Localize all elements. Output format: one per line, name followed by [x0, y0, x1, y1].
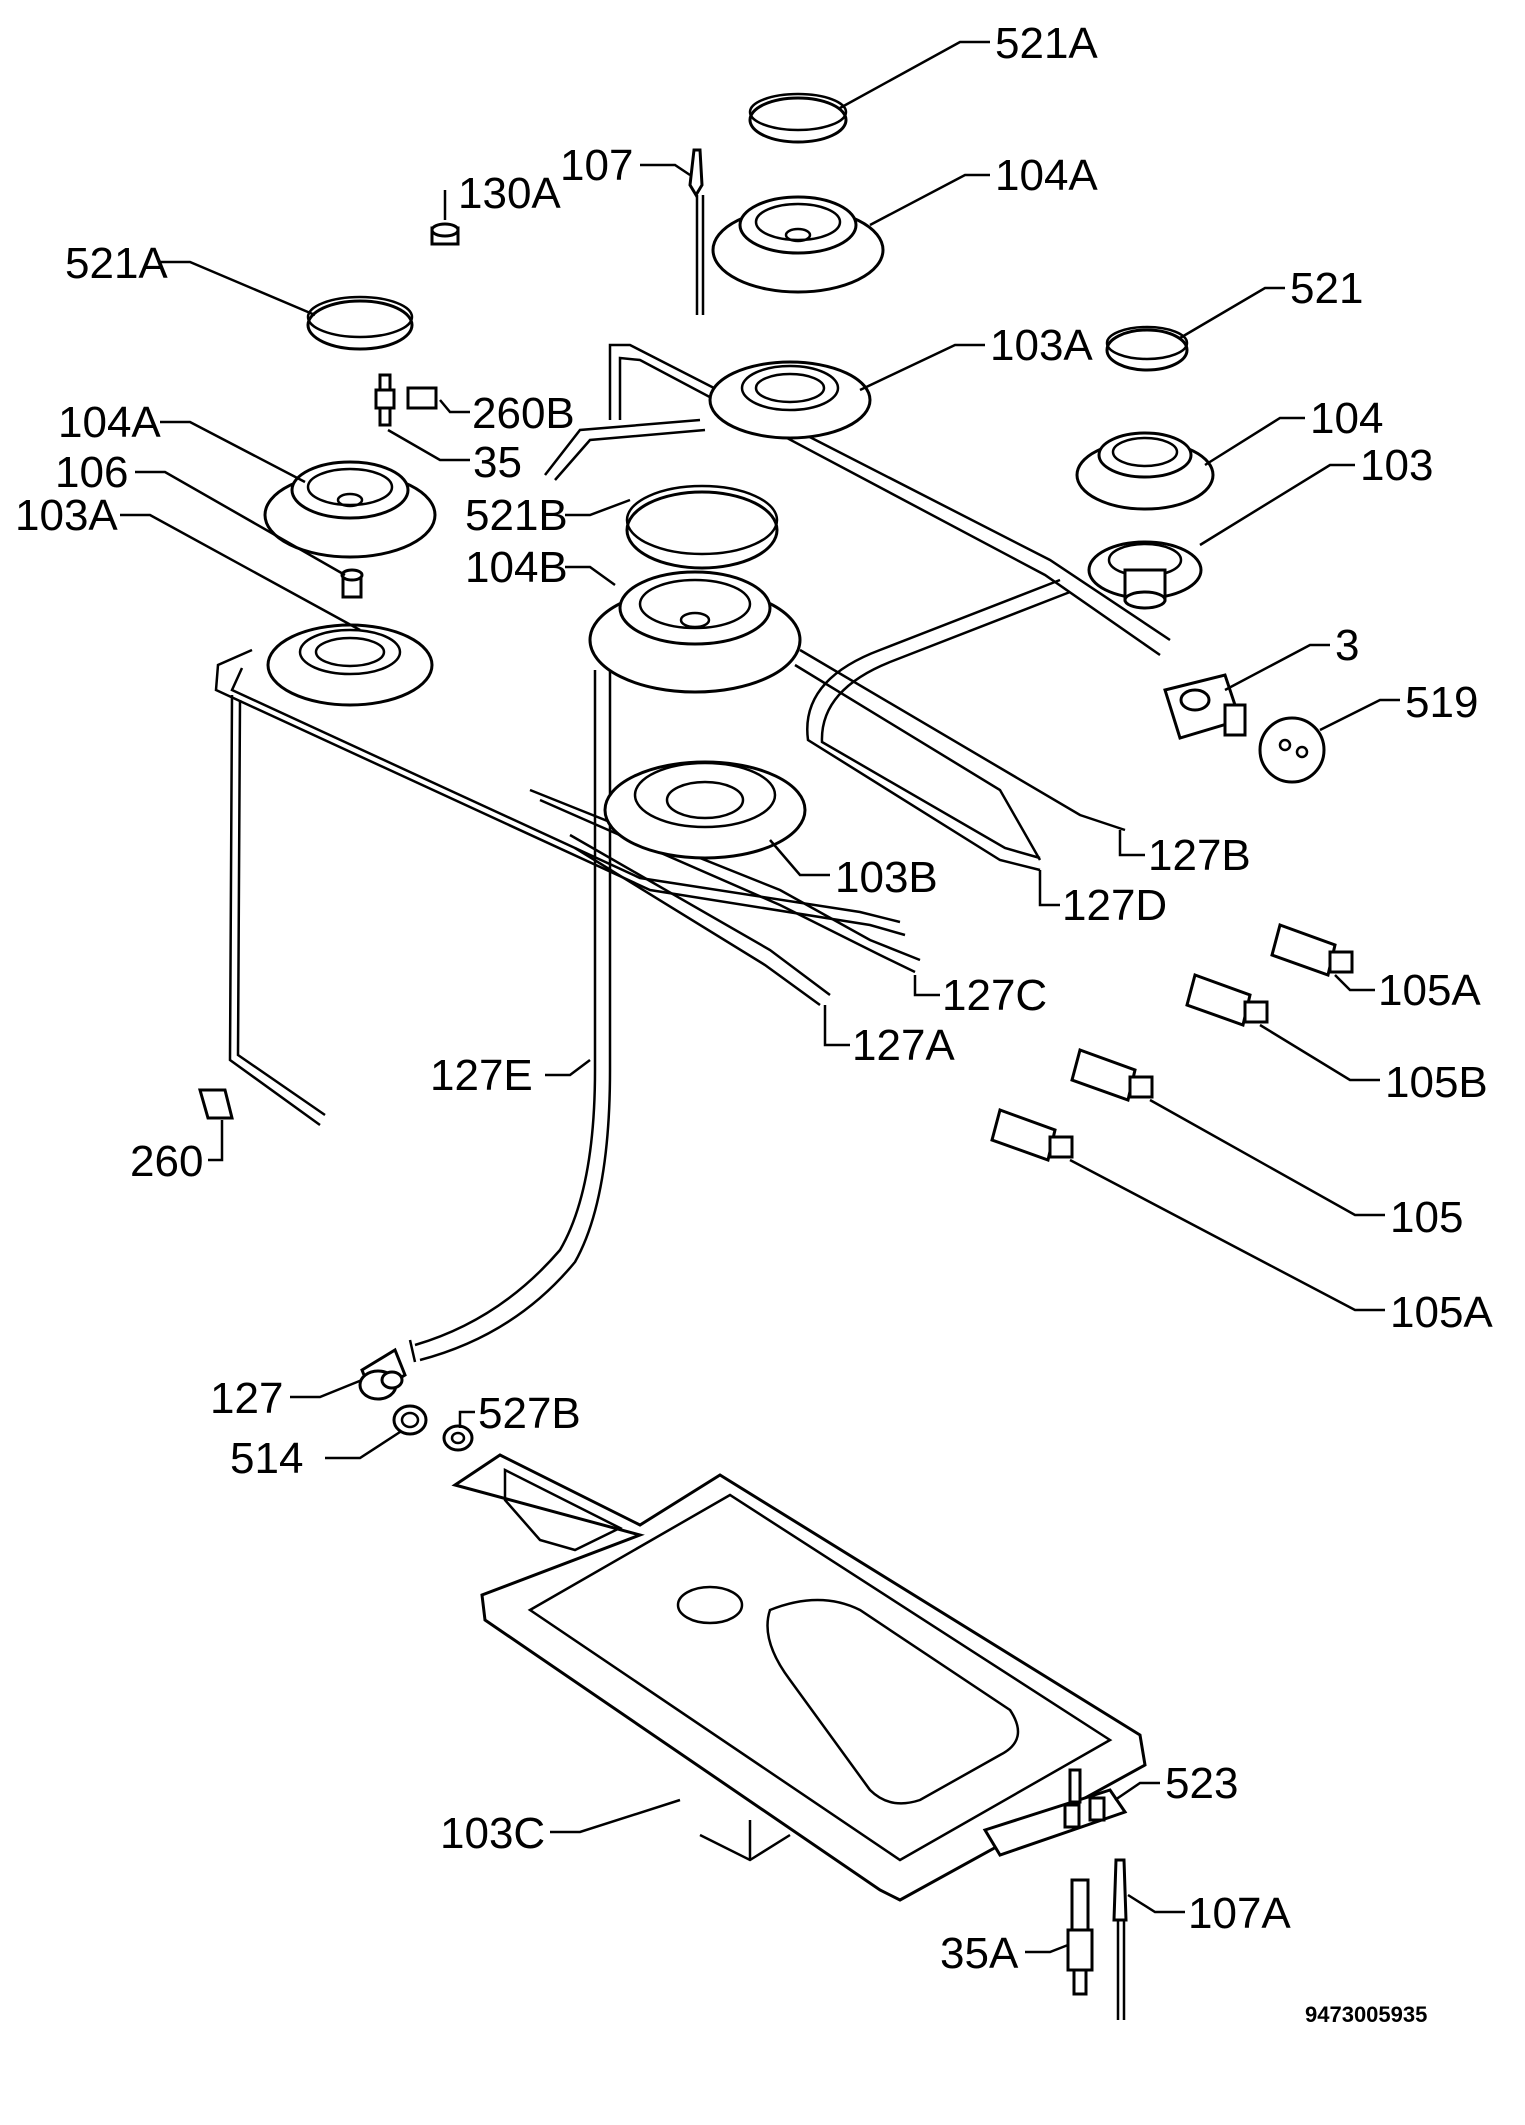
- label-130a: 130A: [458, 169, 561, 218]
- burner-cap-521a-left: [306, 295, 414, 351]
- label-105a-top: 105A: [1378, 966, 1481, 1015]
- label-127d: 127D: [1062, 881, 1167, 930]
- ignition-electrode-35a: [1066, 1878, 1094, 1996]
- burner-base-103: [1087, 540, 1203, 610]
- label-105a-bottom: 105A: [1390, 1288, 1493, 1337]
- label-103b: 103B: [835, 853, 938, 902]
- injector-106: [340, 568, 364, 599]
- burner-crown-104a-top: [711, 195, 885, 294]
- valve-105b: [1185, 973, 1269, 1027]
- direction-mark: [699, 1833, 791, 1862]
- label-127c: 127C: [942, 971, 1047, 1020]
- gas-pipes: [214, 343, 1171, 1401]
- label-103a-top: 103A: [990, 321, 1093, 370]
- part-labels: 521A 107 130A 104A 521A 521 103A 260B 10…: [15, 19, 1493, 2027]
- valve-105: [1070, 1048, 1154, 1102]
- label-107a: 107A: [1188, 1889, 1291, 1938]
- burner-base-103a-top: [708, 360, 872, 440]
- leader-lines: [120, 40, 1400, 1954]
- label-260: 260: [130, 1137, 203, 1186]
- label-103: 103: [1360, 441, 1433, 490]
- burner-crown-104a-left: [263, 460, 437, 559]
- label-35a: 35A: [940, 1929, 1019, 1978]
- label-104b: 104B: [465, 543, 568, 592]
- label-527b: 527B: [478, 1389, 581, 1438]
- label-127e: 127E: [430, 1051, 533, 1100]
- base-plate-103c: [451, 1453, 1147, 1902]
- nut-527b: [442, 1424, 474, 1452]
- label-103a-left: 103A: [15, 491, 118, 540]
- tap-3: [1163, 673, 1247, 740]
- part-130a: [430, 222, 460, 246]
- disc-519: [1258, 716, 1326, 784]
- label-521a-top: 521A: [995, 19, 1098, 68]
- label-521b: 521B: [465, 491, 568, 540]
- label-523: 523: [1165, 1759, 1238, 1808]
- clip-260b: [406, 386, 438, 410]
- thermocouple-107: [688, 148, 705, 315]
- label-107: 107: [560, 141, 633, 190]
- burner-crown-104: [1075, 431, 1215, 511]
- label-3: 3: [1335, 621, 1359, 670]
- label-105: 105: [1390, 1193, 1463, 1242]
- label-104a-top: 104A: [995, 151, 1098, 200]
- label-521a-left: 521A: [65, 239, 168, 288]
- label-127a: 127A: [852, 1021, 955, 1070]
- label-106: 106: [55, 448, 128, 497]
- ignition-electrode-35: [374, 373, 396, 427]
- label-260b: 260B: [472, 389, 575, 438]
- thermocouple-107a: [1112, 1858, 1128, 2020]
- burner-crown-104b: [588, 570, 802, 694]
- label-127: 127: [210, 1374, 283, 1423]
- label-35: 35: [473, 438, 522, 487]
- valve-105a-top: [1270, 923, 1354, 977]
- burner-base-103a-left: [266, 623, 434, 707]
- burner-cap-521a-top: [748, 92, 848, 144]
- burner-cap-521b: [625, 484, 779, 570]
- burner-base-103b: [603, 760, 807, 860]
- burner-cap-521: [1105, 325, 1189, 372]
- label-519: 519: [1405, 678, 1478, 727]
- diagram-code: 9473005935: [1305, 2002, 1427, 2027]
- label-127b: 127B: [1148, 831, 1251, 880]
- bracket-523: [982, 1768, 1128, 1857]
- label-514: 514: [230, 1434, 303, 1483]
- label-105b: 105B: [1385, 1058, 1488, 1107]
- valve-105a-bottom: [990, 1108, 1074, 1162]
- clip-260: [198, 1088, 234, 1120]
- fitting-514: [392, 1404, 428, 1436]
- label-104: 104: [1310, 394, 1383, 443]
- label-104a-left: 104A: [58, 398, 161, 447]
- label-521: 521: [1290, 264, 1363, 313]
- label-103c: 103C: [440, 1809, 545, 1858]
